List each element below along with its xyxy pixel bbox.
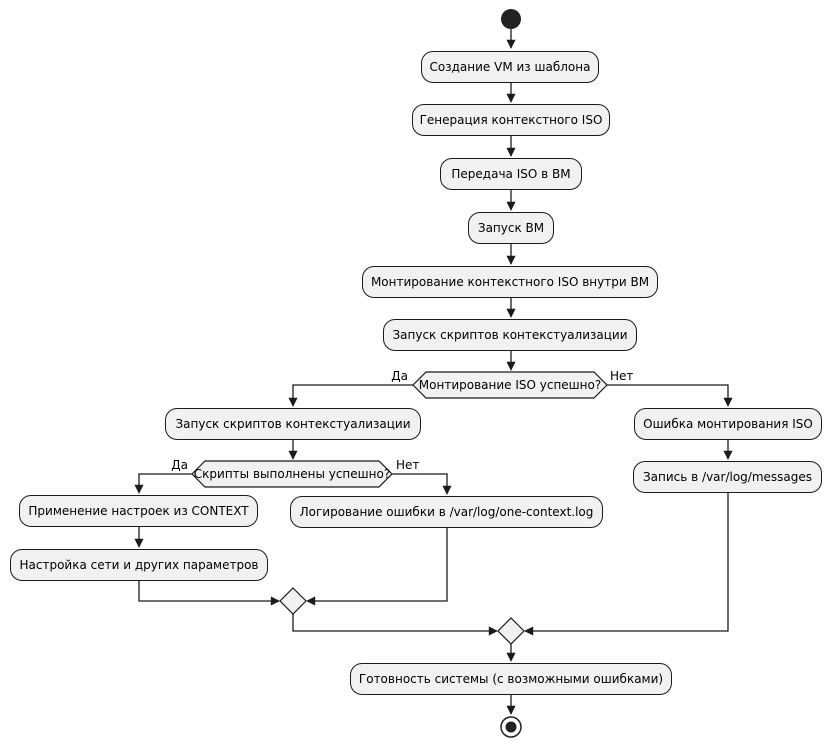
edge-decision2-no [392, 473, 452, 495]
activity-apply-context-label: Применение настроек из CONTEXT [28, 504, 249, 518]
edge-logmessages-merge2 [524, 493, 729, 636]
start-node [501, 9, 521, 29]
activity-mount-error-label: Ошибка монтирования ISO [643, 417, 813, 431]
edge-decision2-yes [134, 473, 192, 494]
edge-decision1-no [607, 384, 733, 407]
activity-run-scripts-2-label: Запуск скриптов контекстуализации [175, 417, 411, 431]
activity-run-scripts: Запуск скриптов контекстуализации [383, 319, 637, 351]
branch-label-no-1: Нет [610, 369, 634, 383]
activity-start-vm: Запуск ВМ [468, 212, 554, 244]
edge-merge1-merge2 [292, 613, 498, 636]
activity-start-vm-label: Запуск ВМ [477, 221, 545, 235]
decision-scripts-label-box: Скрипты выполнены успешно? [192, 461, 392, 487]
activity-setup-network-label: Настройка сети и других параметров [19, 558, 259, 572]
edge-network-merge1 [138, 581, 280, 606]
activity-log-messages: Запись в /var/log/messages [633, 461, 822, 493]
activity-apply-context: Применение настроек из CONTEXT [19, 495, 258, 527]
activity-transfer-iso-label: Передача ISO в ВМ [451, 167, 571, 181]
activity-generate-iso: Генерация контекстного ISO [412, 104, 610, 136]
branch-label-yes-1: Да [391, 369, 408, 383]
activity-create-vm: Создание VM из шаблона [421, 51, 599, 83]
activity-log-error: Логирование ошибки в /var/log/one-contex… [290, 496, 603, 528]
activity-setup-network: Настройка сети и других параметров [10, 549, 268, 581]
activity-system-ready-label: Готовность системы (с возможными ошибкам… [358, 672, 664, 686]
activity-mount-iso: Монтирование контекстного ISO внутри ВМ [362, 266, 658, 298]
activity-mount-error: Ошибка монтирования ISO [634, 408, 822, 440]
merge-node-1 [279, 587, 307, 615]
activity-log-error-label: Логирование ошибки в /var/log/one-contex… [299, 505, 594, 519]
activity-run-scripts-2: Запуск скриптов контекстуализации [165, 408, 421, 440]
activity-log-messages-label: Запись в /var/log/messages [642, 470, 813, 484]
activity-create-vm-label: Создание VM из шаблона [429, 60, 591, 74]
merge-node-2 [497, 617, 525, 645]
decision-scripts-shape [191, 460, 393, 488]
activity-generate-iso-label: Генерация контекстного ISO [419, 113, 603, 127]
end-node-dot [505, 721, 517, 733]
branch-label-yes-2: Да [171, 458, 188, 472]
decision-iso-mount-label-box: Монтирование ISO успешно? [413, 372, 607, 398]
edge-decision1-yes [288, 384, 413, 407]
activity-mount-iso-label: Монтирование контекстного ISO внутри ВМ [370, 275, 650, 289]
decision-iso-mount-shape [412, 371, 608, 399]
branch-label-no-2: Нет [396, 458, 420, 472]
decision-scripts-label: Скрипты выполнены успешно? [193, 467, 391, 481]
edge-logerror-merge1 [306, 528, 448, 606]
decision-iso-mount-label: Монтирование ISO успешно? [418, 378, 602, 392]
activity-system-ready: Готовность системы (с возможными ошибкам… [350, 663, 672, 695]
activity-transfer-iso: Передача ISO в ВМ [440, 158, 582, 190]
edges [134, 29, 733, 715]
activity-run-scripts-label: Запуск скриптов контекстуализации [392, 328, 628, 342]
